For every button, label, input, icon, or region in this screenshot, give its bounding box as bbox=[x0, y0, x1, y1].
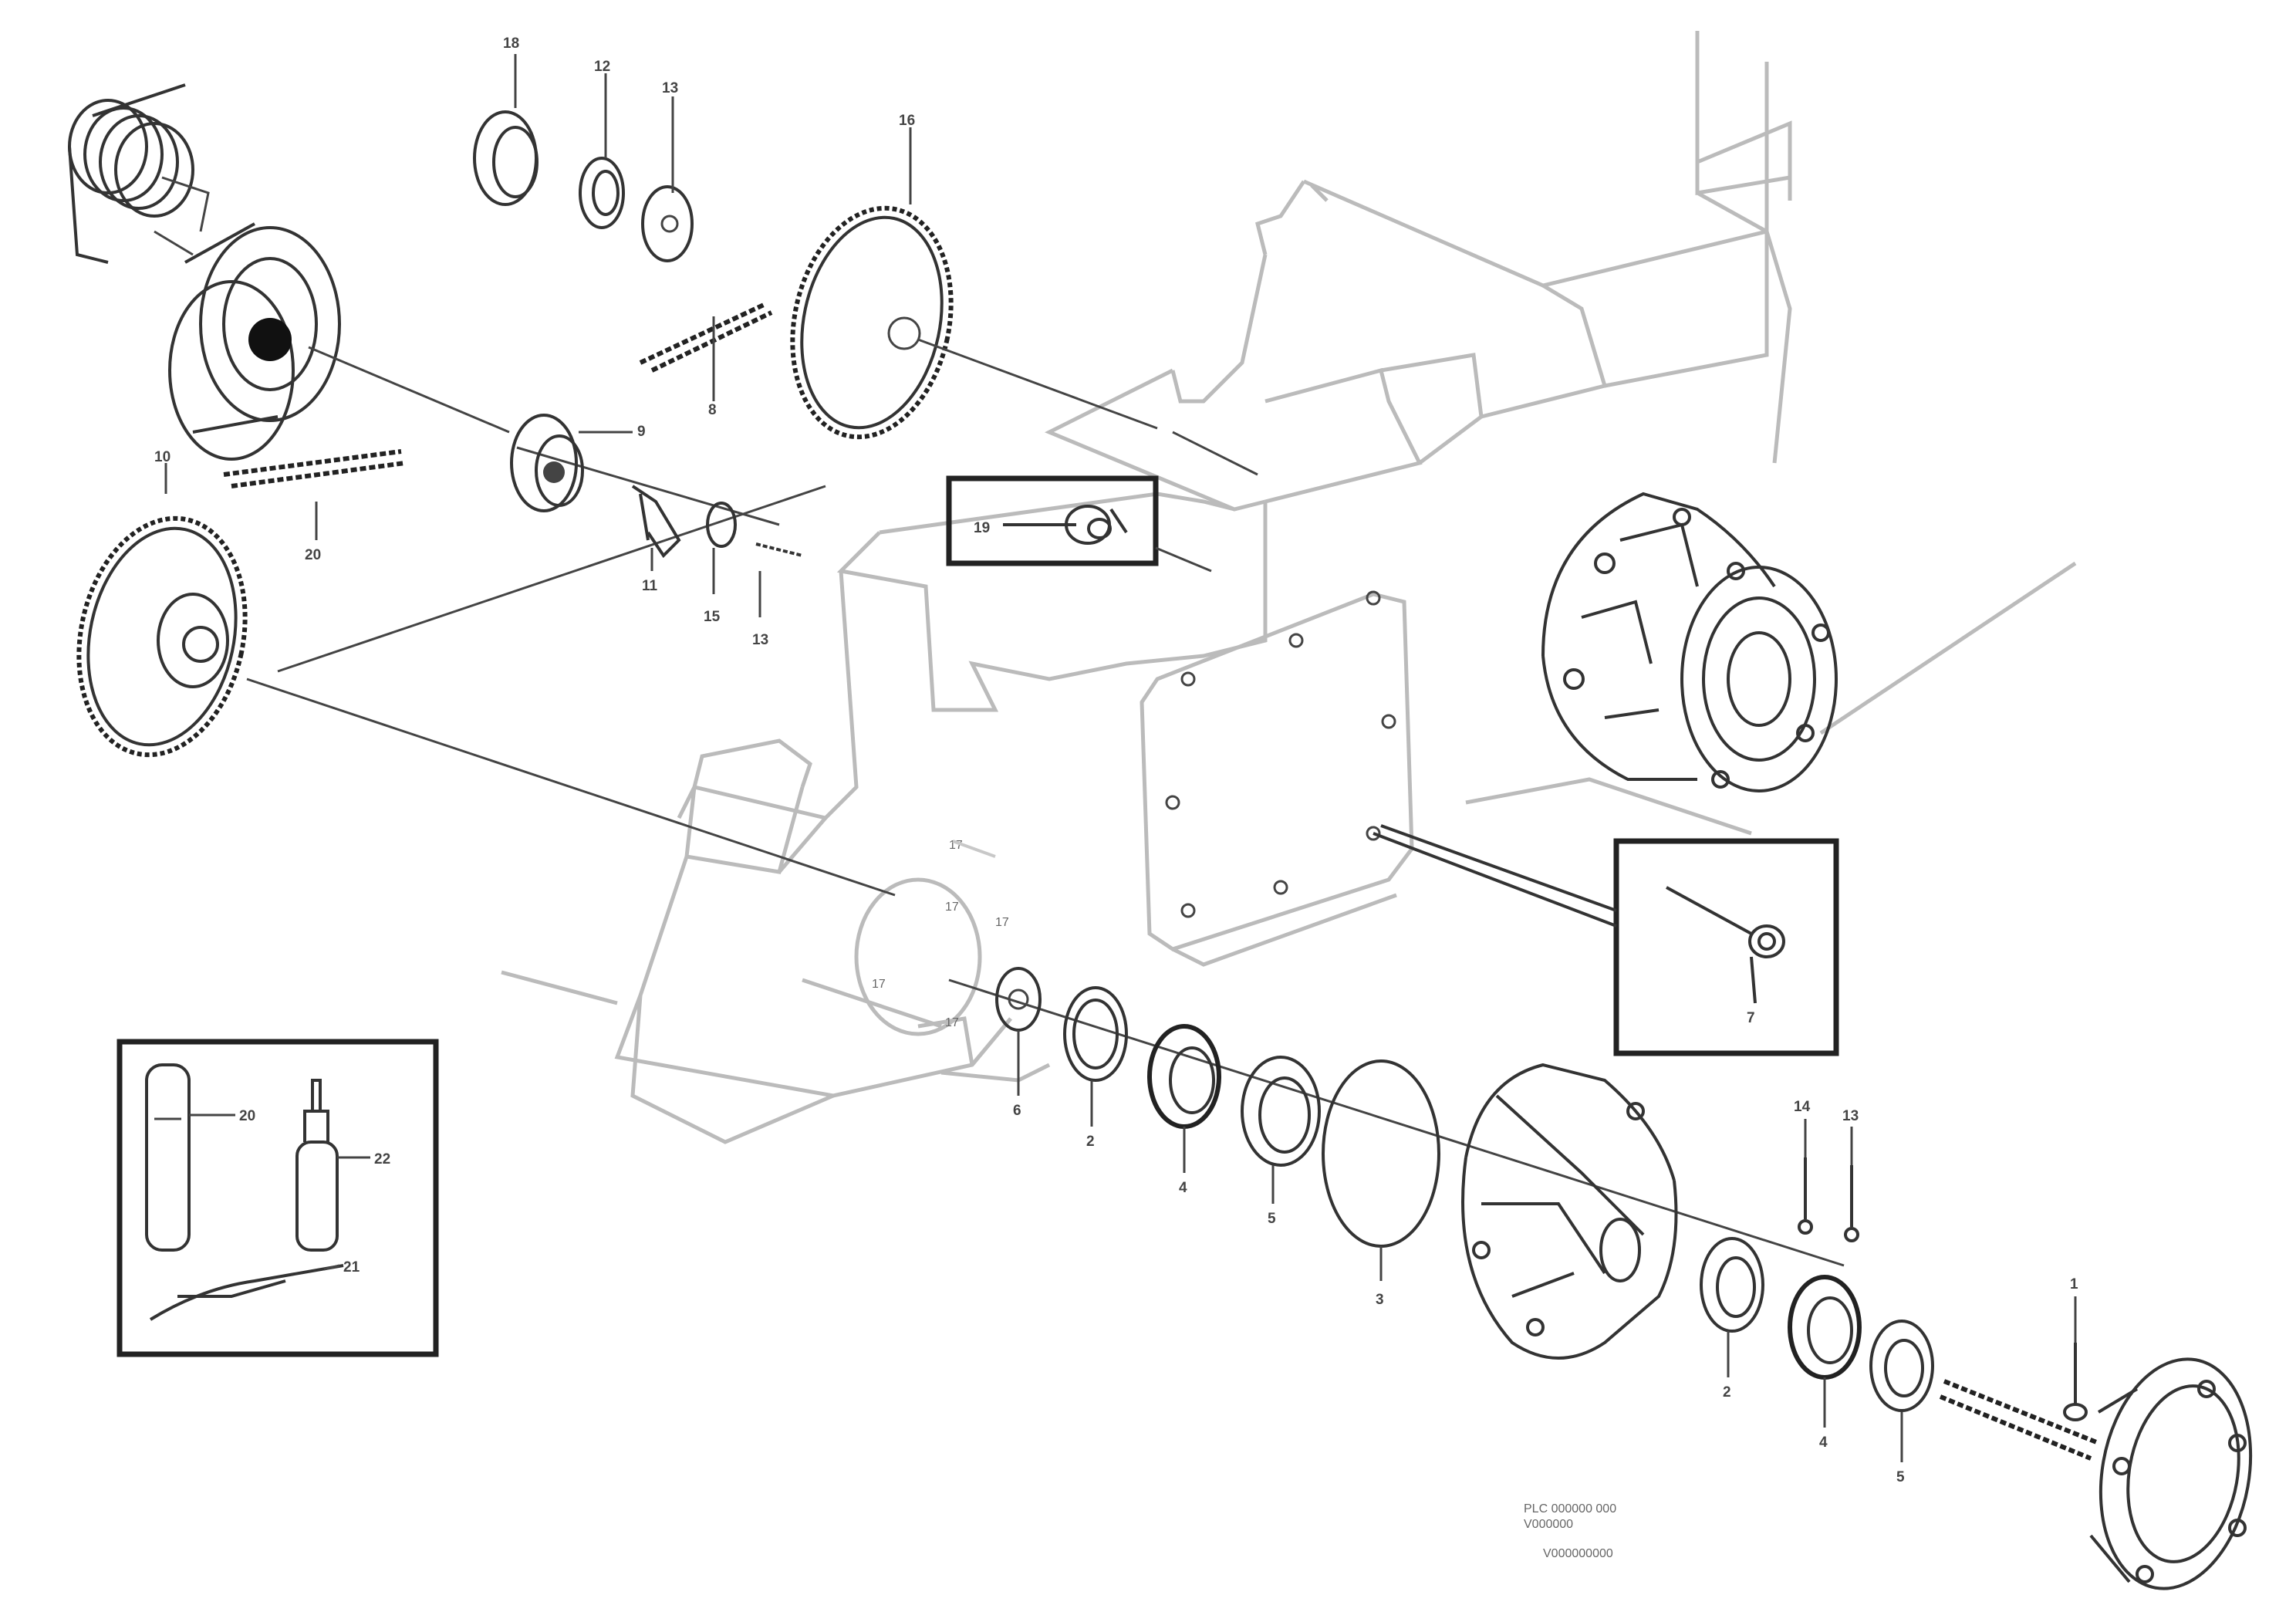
differential-assembly bbox=[68, 83, 780, 526]
cover-bolts bbox=[1165, 590, 1396, 918]
drawing-reference: PLC 000000 000 V000000 V000000000 bbox=[1524, 1502, 1616, 1560]
label-part-13c: 13 bbox=[1842, 1108, 1859, 1124]
label-part-10: 10 bbox=[154, 449, 171, 465]
drawing-ref-line3: V000000000 bbox=[1543, 1547, 1613, 1560]
label-part-21: 21 bbox=[343, 1259, 360, 1276]
svg-text:17: 17 bbox=[945, 901, 959, 914]
detail-box-tools bbox=[116, 1039, 439, 1357]
label-part-1: 1 bbox=[2070, 1276, 2078, 1293]
detail-box-19 bbox=[946, 475, 1212, 573]
label-part-3: 3 bbox=[1376, 1292, 1384, 1308]
label-part-6a: 6 bbox=[1013, 1103, 1021, 1119]
label-part-19: 19 bbox=[974, 520, 990, 536]
wheel-hub-upper bbox=[1541, 492, 1838, 792]
label-part-4a: 4 bbox=[1179, 1180, 1187, 1196]
label-part-13a: 13 bbox=[662, 80, 678, 96]
svg-text:17: 17 bbox=[945, 1016, 959, 1029]
label-part-5a: 5 bbox=[1268, 1211, 1276, 1227]
svg-text:17: 17 bbox=[872, 978, 886, 991]
label-part-2a: 2 bbox=[1086, 1134, 1095, 1150]
drawing-ref-line2: V000000 bbox=[1524, 1518, 1573, 1531]
top-bearing-stack bbox=[473, 110, 694, 262]
label-part-20b: 20 bbox=[239, 1108, 255, 1124]
splined-shafts bbox=[223, 302, 773, 488]
label-part-14: 14 bbox=[1794, 1099, 1811, 1115]
lower-bearing-stack bbox=[948, 967, 2253, 1590]
label-part-8: 8 bbox=[708, 402, 717, 418]
label-part-22: 22 bbox=[374, 1151, 390, 1168]
detail-box-7: 7 bbox=[1373, 824, 1839, 1056]
shaft-bore bbox=[248, 318, 292, 361]
label-part-15: 15 bbox=[704, 609, 721, 625]
nut-6 bbox=[995, 967, 1042, 1032]
svg-text:17: 17 bbox=[995, 916, 1009, 929]
pinion-gear-9 bbox=[510, 414, 584, 512]
label-part-13b: 13 bbox=[752, 632, 768, 648]
label-part-2b: 2 bbox=[1723, 1384, 1731, 1401]
label-part-20: 20 bbox=[305, 547, 321, 563]
ring-gear-lower bbox=[76, 485, 896, 897]
axle-housing-body: 17 17 17 17 17 bbox=[501, 31, 2077, 1144]
part-labels: 18 12 13 16 8 9 10 20 11 15 13 19 6 2 4 … bbox=[154, 35, 2078, 1485]
label-part-5b: 5 bbox=[1896, 1469, 1905, 1485]
label-part-11: 11 bbox=[642, 578, 658, 594]
label-part-16: 16 bbox=[899, 113, 915, 129]
label-part-9: 9 bbox=[637, 424, 646, 440]
label-part-12: 12 bbox=[594, 59, 610, 75]
leader-lines bbox=[164, 54, 2077, 1462]
label-part-4b: 4 bbox=[1819, 1434, 1828, 1451]
drawing-ref-line1: PLC 000000 000 bbox=[1524, 1502, 1616, 1516]
label-part-7: 7 bbox=[1747, 1010, 1755, 1026]
ring-gear-upper bbox=[790, 205, 1258, 476]
label-part-18: 18 bbox=[503, 35, 519, 52]
spider-parts bbox=[631, 485, 803, 559]
